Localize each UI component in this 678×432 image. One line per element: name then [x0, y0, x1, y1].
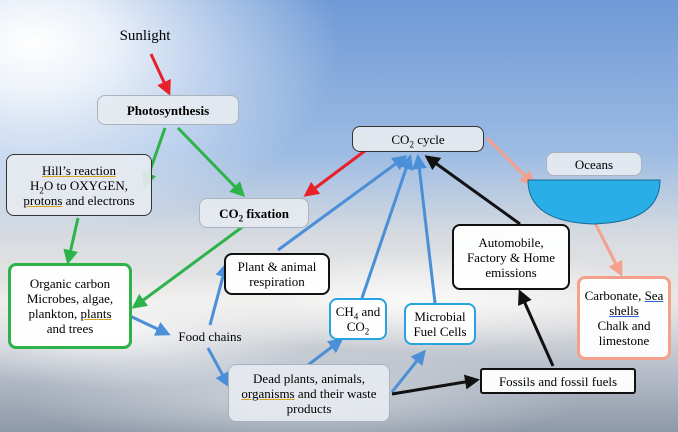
- carbonate-l1-sea: Sea: [644, 288, 664, 303]
- ch4-l2: CO2: [346, 319, 370, 337]
- hills-line2: H2O to OXYGEN,: [29, 177, 129, 196]
- carbonate-l3: Chalk and: [597, 318, 651, 333]
- automobile-l2: Factory & Home: [466, 249, 556, 265]
- arrow-fossils-to-automobile: [518, 289, 555, 367]
- co2-cycle-label: CO2 cycle: [391, 131, 445, 150]
- co2-cycle-sub: 2: [409, 139, 414, 150]
- node-organic-carbon: Organic carbon Microbes, algae, plankton…: [8, 263, 132, 349]
- node-hills-reaction: Hill’s reaction H2O to OXYGEN, protons a…: [6, 154, 152, 216]
- node-dead-plants: Dead plants, animals, organisms and thei…: [228, 364, 390, 422]
- node-co2-cycle: CO2 cycle: [352, 126, 484, 152]
- co2-fixation-label: CO2 fixation: [219, 205, 289, 224]
- arrow-co2cycle-to-fixation: [303, 148, 367, 197]
- node-sunlight-label: Sunlight: [119, 27, 171, 44]
- ocean-bowl-icon: [527, 179, 661, 225]
- hills-line2-sub: 2: [39, 185, 44, 196]
- ch4-l1-post: and: [358, 304, 381, 319]
- arrow-microbial-to-co2cycle: [411, 154, 437, 304]
- arrow-hills-to-organic: [63, 217, 80, 265]
- organic-l1: Organic carbon: [29, 276, 111, 291]
- node-fossils-label: Fossils and fossil fuels: [498, 373, 618, 389]
- arrow-photosynthesis-to-fixation: [176, 126, 246, 198]
- organic-l3-pre: plankton,: [28, 306, 81, 321]
- arrow-dead-to-microbial: [390, 349, 426, 393]
- ch4-l1-pre: CH: [335, 304, 354, 319]
- organic-l3: plankton, plants: [28, 306, 111, 321]
- hills-line3-rest: and electrons: [62, 192, 135, 208]
- co2-cycle-pre: CO: [391, 131, 410, 147]
- carbonate-l4: limestone: [598, 333, 650, 348]
- automobile-l1: Automobile,: [478, 234, 544, 250]
- dead-l1: Dead plants, animals,: [253, 370, 365, 386]
- organic-l3-plants: plants: [80, 306, 112, 321]
- arrow-plantanimal-to-co2cycle: [277, 155, 408, 252]
- node-oceans-label: Oceans: [574, 156, 614, 172]
- node-microbial-fuel-cells: Microbial Fuel Cells: [404, 303, 476, 345]
- node-fossils: Fossils and fossil fuels: [480, 368, 636, 394]
- arrow-organic-to-foodchains: [129, 314, 171, 336]
- hills-title: Hill’s reaction: [41, 162, 116, 178]
- ch4-l2-pre: CO: [346, 319, 365, 334]
- arrow-sunlight-to-photosynthesis: [149, 53, 171, 96]
- arrow-oceans-to-carbonate: [593, 222, 623, 277]
- co2-fixation-sub: 2: [238, 213, 244, 224]
- node-photosynthesis-label: Photosynthesis: [126, 102, 210, 118]
- node-co2-fixation: CO2 fixation: [199, 198, 309, 228]
- microbial-l2: Fuel Cells: [413, 324, 467, 339]
- arrow-dead-to-fossils: [391, 374, 480, 396]
- carbonate-l1: Carbonate, Sea: [585, 288, 664, 303]
- hills-line2-pre: H: [29, 177, 40, 193]
- node-ch4-co2: CH4 and CO2: [329, 298, 387, 340]
- node-sunlight: Sunlight: [105, 25, 185, 47]
- arrow-fixation-to-organic: [131, 223, 246, 309]
- plant-animal-l1: Plant & animal: [237, 259, 317, 274]
- ch4-l1: CH4 and: [335, 304, 381, 322]
- node-automobile-emissions: Automobile, Factory & Home emissions: [452, 224, 570, 290]
- co2-fixation-pre: CO: [219, 205, 239, 221]
- ch4-l2-sub: 2: [364, 326, 370, 337]
- carbonate-l1-pre: Carbonate,: [584, 288, 645, 303]
- automobile-l3: emissions: [485, 264, 537, 280]
- node-carbonate: Carbonate, Sea shells Chalk and limeston…: [577, 276, 671, 360]
- organic-l4: and trees: [46, 321, 94, 336]
- dead-l2-post: and their waste: [294, 385, 377, 401]
- arrow-foodchains-to-dead: [206, 347, 230, 388]
- arrow-ch4-to-co2cycle: [360, 154, 414, 299]
- node-food-chains-label: Food chains: [178, 328, 242, 344]
- hills-line3: protons and electrons: [23, 193, 134, 208]
- co2-cycle-post: cycle: [413, 131, 445, 147]
- node-photosynthesis: Photosynthesis: [97, 95, 239, 125]
- microbial-l1: Microbial: [414, 309, 466, 324]
- node-oceans: Oceans: [546, 152, 642, 176]
- ch4-l1-sub: 4: [353, 311, 359, 322]
- plant-animal-l2: respiration: [249, 274, 305, 289]
- arrow-automobile-to-co2cycle: [424, 155, 521, 226]
- carbonate-l2-shells: shells: [609, 303, 639, 318]
- node-food-chains: Food chains: [168, 326, 252, 346]
- hills-line3-protons: protons: [23, 192, 63, 208]
- dead-l2-organisms: organisms: [241, 385, 295, 401]
- node-plant-animal-respiration: Plant & animal respiration: [224, 253, 330, 295]
- hills-line2-post: O to OXYGEN,: [43, 177, 129, 193]
- dead-l2: organisms and their waste: [241, 386, 376, 401]
- arrow-dead-to-ch4: [307, 338, 344, 367]
- co2-fixation-post: fixation: [243, 205, 289, 221]
- organic-l2: Microbes, algae,: [26, 291, 114, 306]
- dead-l3: products: [286, 400, 332, 416]
- arrow-co2cycle-to-oceans: [485, 136, 536, 187]
- arrow-foodchains-to-plantanimal: [208, 262, 231, 326]
